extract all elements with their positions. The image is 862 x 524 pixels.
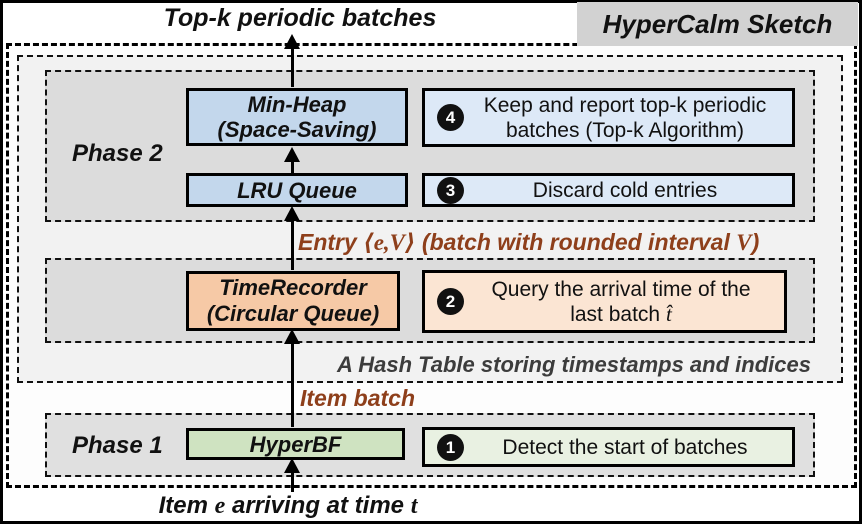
phase1-label: Phase 1: [72, 432, 163, 459]
step2-number-badge: 2: [437, 288, 464, 315]
entry-math: ⟨e,V⟩: [363, 230, 416, 255]
arrowhead-icon: [284, 206, 300, 221]
arrow-minheap-to-output: [284, 34, 300, 87]
step2-annotation: 2 Query the arrival time of the last bat…: [422, 270, 787, 333]
step1-number-badge: 1: [437, 433, 464, 461]
item-batch-label: Item batch: [300, 385, 416, 411]
min-heap-line1: Min-Heap: [247, 92, 347, 117]
arrowhead-icon: [284, 34, 300, 49]
input-label: Item e arriving at time t: [158, 492, 418, 519]
output-label: Top-k periodic batches: [163, 4, 437, 32]
time-recorder-line2: (Circular Queue): [206, 301, 380, 326]
arrow-lru-to-minheap: [284, 147, 300, 173]
hyper-bf-label: HyperBF: [249, 431, 342, 457]
min-heap-box: Min-Heap (Space-Saving): [186, 88, 408, 146]
arrow-timerecorder-to-lru: [284, 206, 300, 270]
min-heap-line2: (Space-Saving): [217, 117, 377, 142]
arrowhead-icon: [284, 329, 300, 344]
step4-annotation: 4 Keep and report top-k periodic batches…: [422, 88, 795, 147]
hyper-bf-box: HyperBF: [186, 428, 405, 460]
time-recorder-box: TimeRecorder (Circular Queue): [186, 271, 400, 331]
diagram-title-banner: HyperCalm Sketch: [577, 2, 858, 46]
step3-annotation: 3 Discard cold entries: [422, 173, 795, 207]
input-var-t: t: [410, 493, 418, 519]
time-recorder-line1: TimeRecorder: [219, 275, 367, 300]
step3-number-badge: 3: [437, 176, 464, 204]
step2-text: Query the arrival time of the last batch…: [491, 277, 751, 326]
arrow-input-to-hyperbf: [284, 458, 300, 492]
phase2-label: Phase 2: [72, 140, 163, 167]
arrowhead-icon: [284, 147, 300, 162]
input-var-e: e: [214, 493, 226, 519]
hash-table-label: A Hash Table storing timestamps and indi…: [337, 352, 811, 377]
lru-queue-label: LRU Queue: [237, 177, 357, 203]
step2-var: t̂: [665, 301, 672, 326]
step1-annotation: 1 Detect the start of batches: [422, 427, 795, 467]
arrowhead-icon: [284, 458, 300, 473]
step3-text: Discard cold entries: [532, 178, 718, 202]
arrow-hyperbf-to-timerecorder: [284, 329, 300, 427]
step4-number-badge: 4: [437, 104, 464, 131]
entry-var: V: [736, 230, 752, 255]
step1-text: Detect the start of batches: [502, 435, 748, 459]
step4-text: Keep and report top-k periodic batches (…: [483, 93, 767, 142]
entry-flow-label: Entry ⟨e,V⟩ (batch with rounded interval…: [298, 229, 760, 255]
diagram-title: HyperCalm Sketch: [602, 8, 833, 39]
lru-queue-box: LRU Queue: [186, 173, 408, 207]
